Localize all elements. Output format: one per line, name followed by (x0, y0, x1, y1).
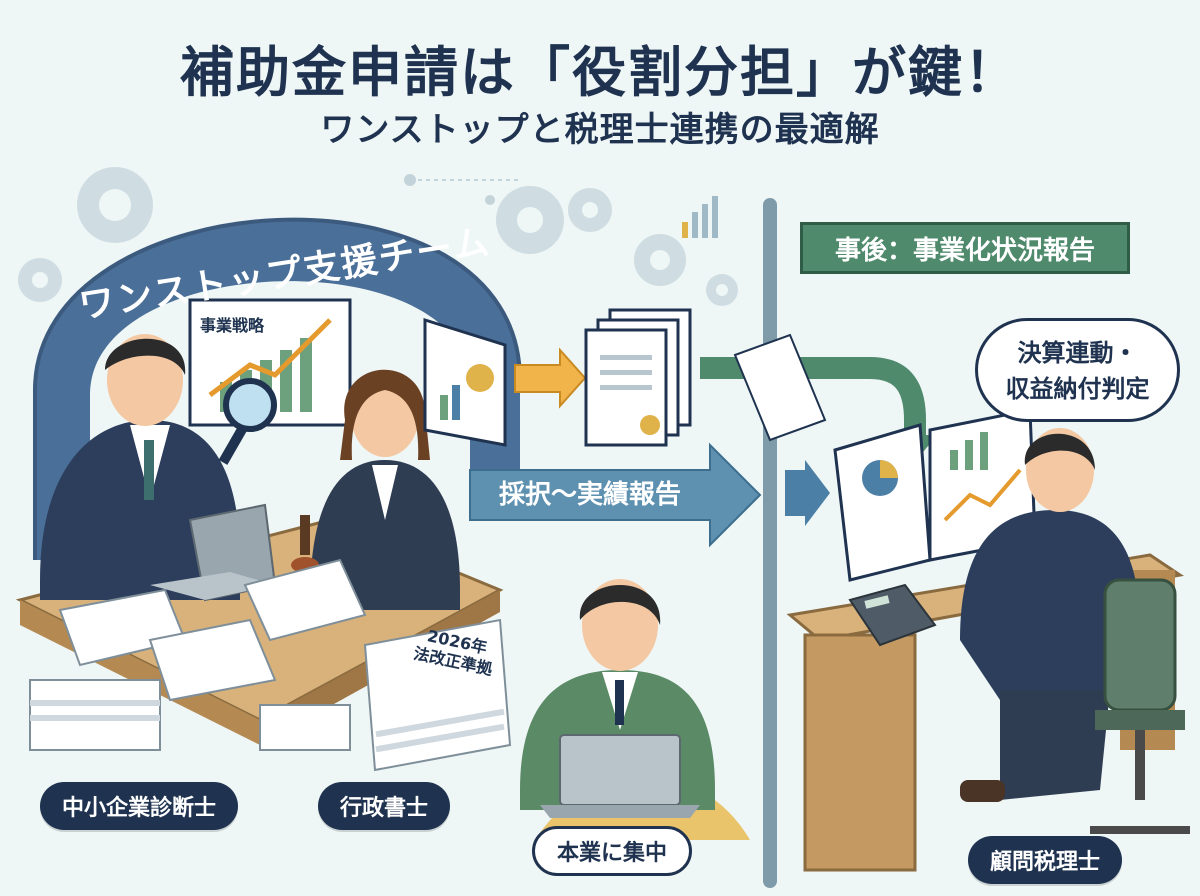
page-title: 補助金申請は「役割分担」が鍵！ (180, 41, 1020, 104)
arrow-to-tax-accountant (700, 357, 926, 440)
tax-accountant-figure (960, 428, 1190, 834)
tablet-icon (423, 317, 507, 447)
scrivener-figure (291, 369, 460, 610)
flow-arrow-label: 採択～実績報告 (498, 480, 681, 510)
arrow-right-icon (514, 347, 587, 409)
bubble-line-1: 決算連動・ (1017, 339, 1138, 367)
flying-document-icon (733, 333, 827, 442)
divider-pole (763, 198, 777, 888)
team-arch (33, 217, 522, 560)
role-label-owner: 本業に集中 (532, 826, 693, 876)
bar-chart-icon (682, 196, 718, 238)
owner-figure (520, 579, 750, 840)
open-book-icon (833, 408, 1037, 582)
desk-documents (29, 558, 512, 772)
network-icon (404, 174, 520, 205)
document-stack-icon (584, 308, 692, 447)
role-label-scrivener: 行政書士 (318, 782, 451, 830)
calculator-icon (848, 583, 937, 647)
strategy-chart-title: 事業戦略 (200, 316, 265, 335)
flow-arrow-small (785, 460, 830, 526)
page-subtitle: ワンストップと税理士連携の最適解 (320, 110, 880, 150)
flow-arrow (469, 442, 762, 548)
speech-bubble: 決算連動・ 収益納付判定 (975, 318, 1180, 422)
gear-icon (18, 167, 738, 306)
post-report-banner: 事後：事業化状況報告 (800, 222, 1130, 274)
bubble-line-2: 収益納付判定 (1005, 375, 1150, 403)
role-label-consultant: 中小企業診断士 (40, 782, 239, 830)
role-label-tax-accountant: 顧問税理士 (968, 836, 1123, 884)
consultant-figure (40, 334, 277, 600)
